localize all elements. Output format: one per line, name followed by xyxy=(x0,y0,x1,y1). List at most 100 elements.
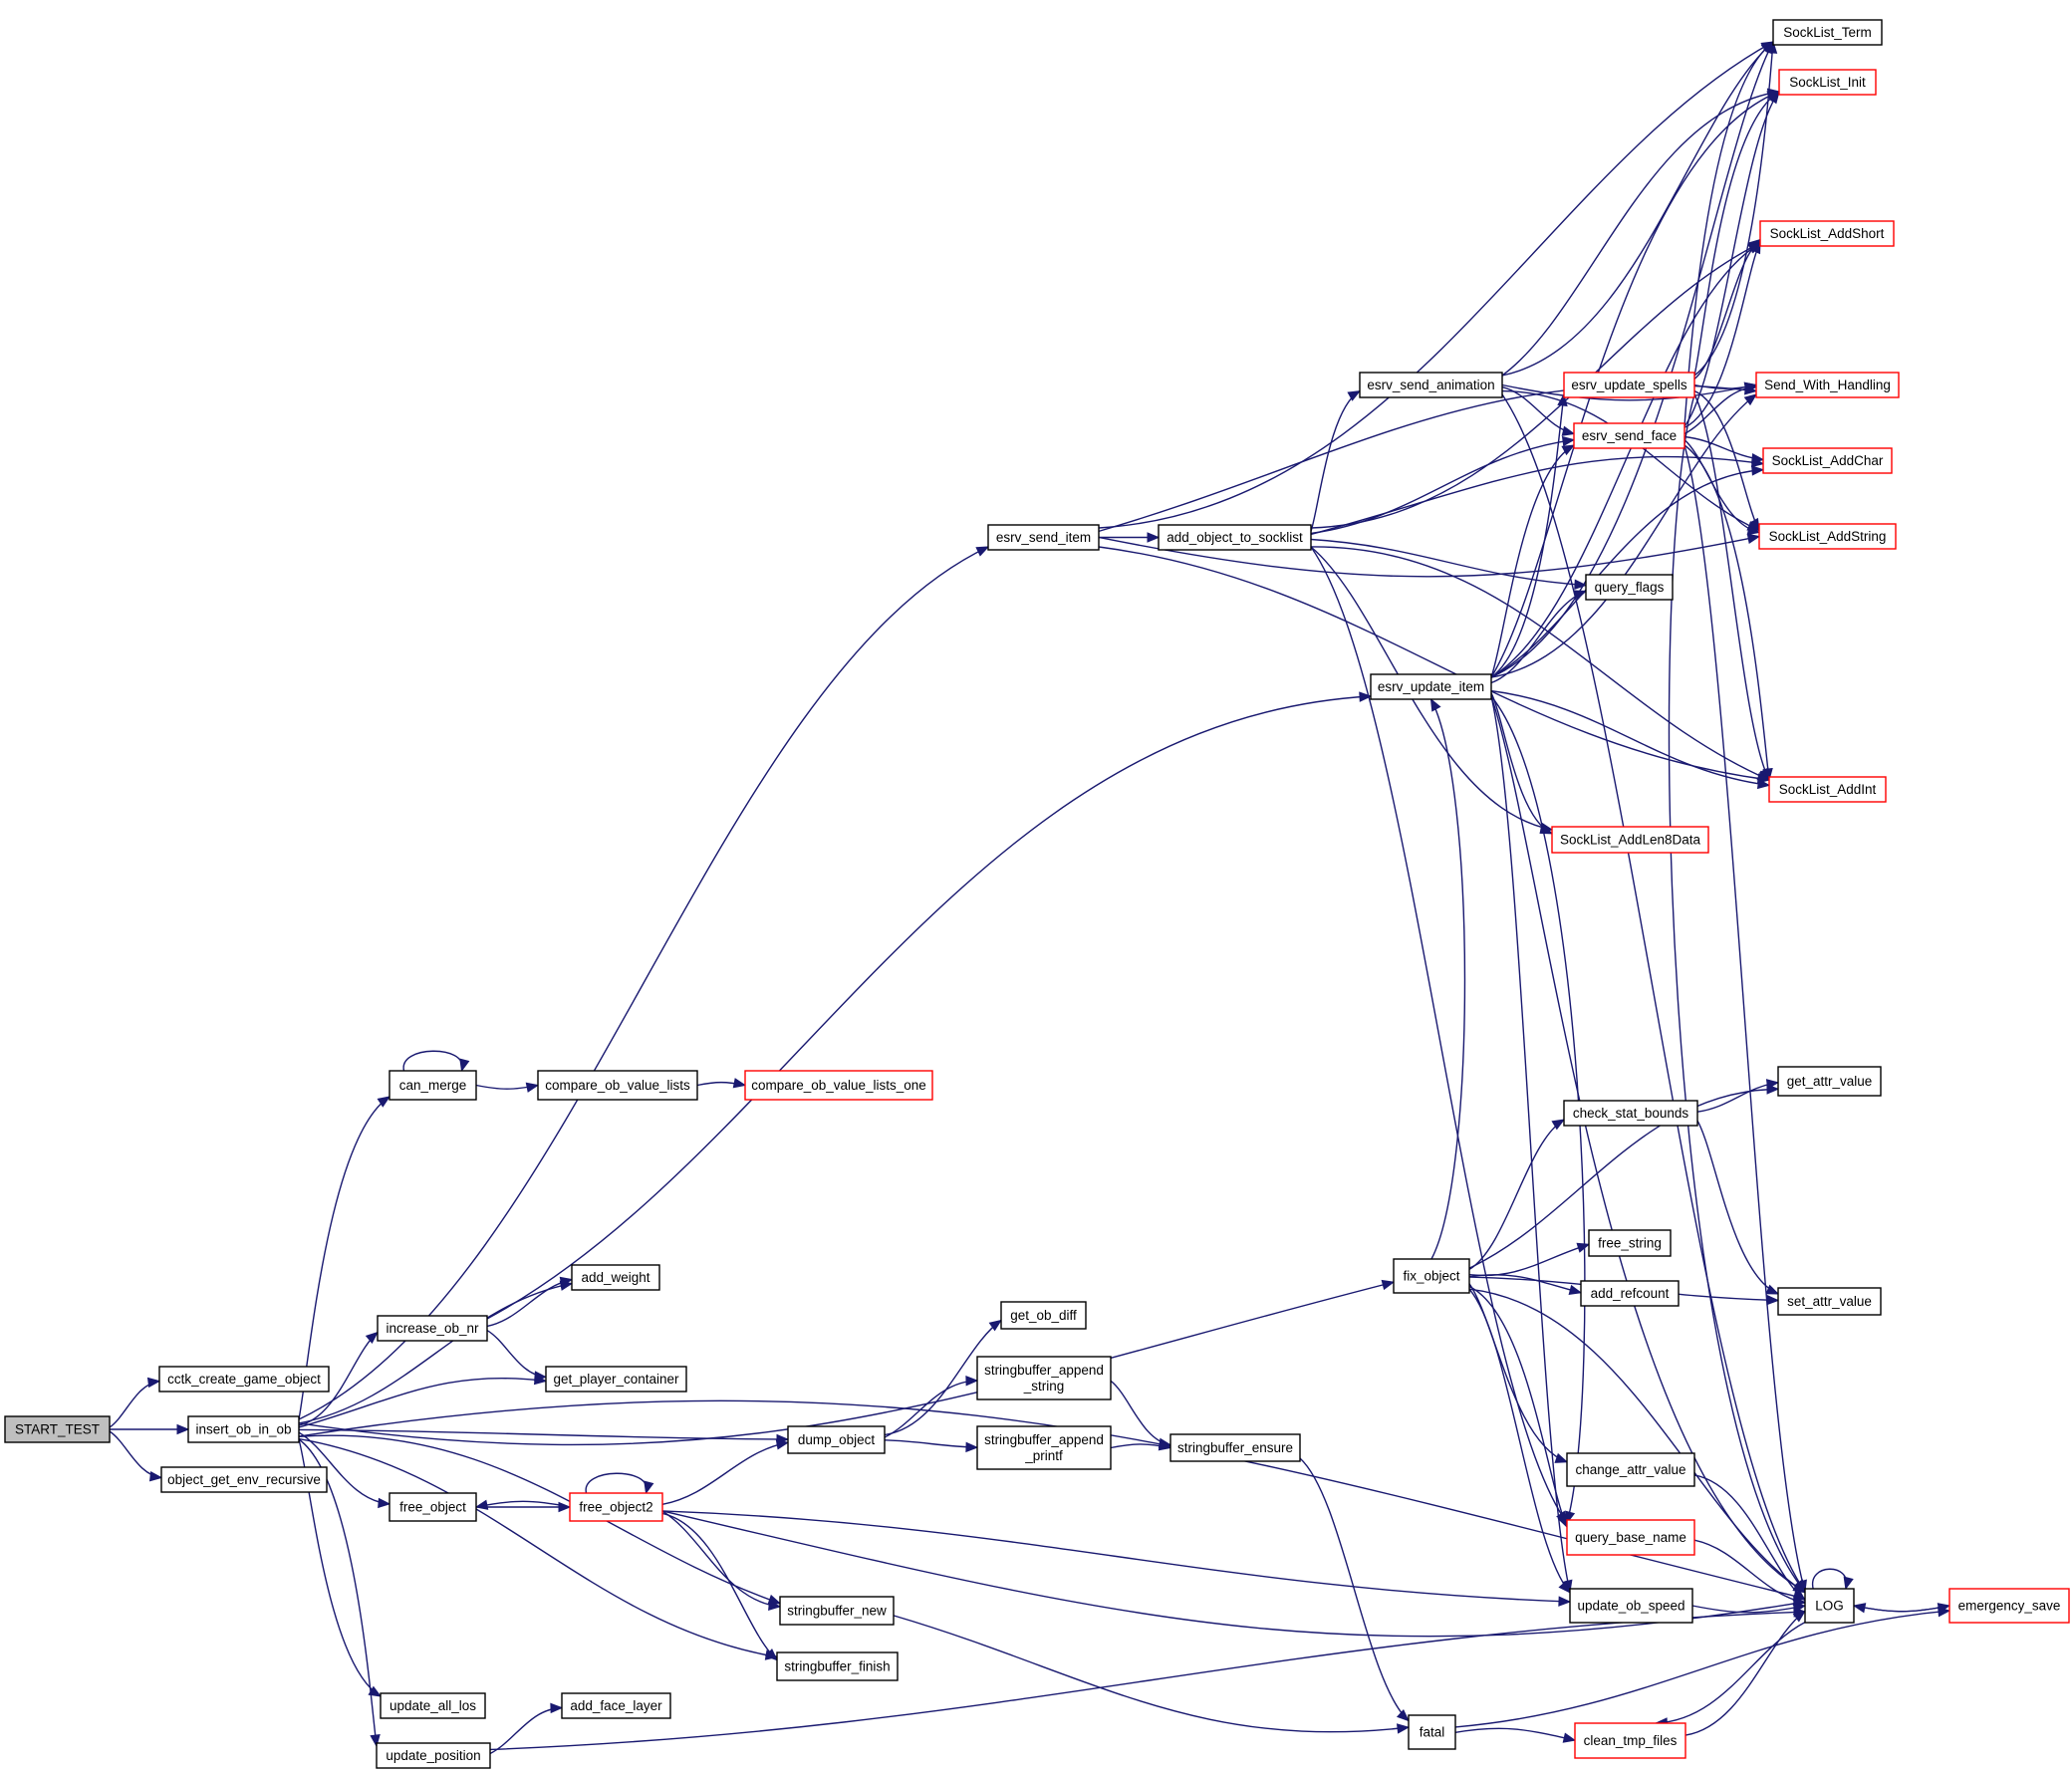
node-socklist-addchar[interactable]: SockList_AddChar xyxy=(1762,447,1893,474)
node-esrv-send-item[interactable]: esrv_send_item xyxy=(987,524,1100,551)
node-clean-tmp-files[interactable]: clean_tmp_files xyxy=(1574,1722,1686,1759)
node-box[interactable] xyxy=(377,1315,488,1342)
node-box[interactable] xyxy=(1777,1066,1882,1097)
node-socklist-addint[interactable]: SockList_AddInt xyxy=(1768,776,1887,803)
node-update-ob-speed[interactable]: update_ob_speed xyxy=(1569,1588,1693,1624)
node-box[interactable] xyxy=(787,1425,886,1454)
node-box[interactable] xyxy=(1585,574,1674,601)
node-free-object[interactable]: free_object xyxy=(388,1492,477,1522)
node-box[interactable] xyxy=(1759,220,1895,247)
node-box[interactable] xyxy=(1777,1287,1882,1316)
node-box[interactable] xyxy=(1772,19,1883,46)
node-check-stat-bounds[interactable]: check_stat_bounds xyxy=(1563,1100,1698,1127)
node-change-attr-value[interactable]: change_attr_value xyxy=(1566,1452,1695,1487)
node-esrv-send-face[interactable]: esrv_send_face xyxy=(1573,422,1685,449)
node-stringbuffer-append-string[interactable]: stringbuffer_append_string xyxy=(976,1356,1112,1400)
node-get-ob-diff[interactable]: get_ob_diff xyxy=(1000,1301,1087,1330)
node-box[interactable] xyxy=(1580,1280,1680,1307)
node-set-attr-value[interactable]: set_attr_value xyxy=(1777,1287,1882,1316)
node-emergency-save[interactable]: emergency_save xyxy=(1948,1588,2070,1624)
node-get-attr-value[interactable]: get_attr_value xyxy=(1777,1066,1882,1097)
node-box[interactable] xyxy=(187,1415,300,1443)
node-box[interactable] xyxy=(545,1366,687,1393)
node-add-weight[interactable]: add_weight xyxy=(571,1264,660,1291)
node-box[interactable] xyxy=(1758,523,1897,550)
node-box[interactable] xyxy=(158,1366,330,1393)
node-fix-object[interactable]: fix_object xyxy=(1393,1258,1470,1294)
node-box[interactable] xyxy=(1563,1100,1698,1127)
node-insert-ob-in-ob[interactable]: insert_ob_in_ob xyxy=(187,1415,300,1443)
node-box[interactable] xyxy=(1000,1301,1087,1330)
node-dump-object[interactable]: dump_object xyxy=(787,1425,886,1454)
node-box[interactable] xyxy=(537,1070,698,1101)
node-query-flags[interactable]: query_flags xyxy=(1585,574,1674,601)
node-box[interactable] xyxy=(1573,422,1685,449)
node-socklist-term[interactable]: SockList_Term xyxy=(1772,19,1883,46)
node-stringbuffer-append-printf[interactable]: stringbuffer_append_printf xyxy=(976,1425,1112,1470)
node-increase-ob-nr[interactable]: increase_ob_nr xyxy=(377,1315,488,1342)
node-box[interactable] xyxy=(1551,826,1709,854)
node-can-merge[interactable]: can_merge xyxy=(388,1070,477,1101)
node-box[interactable] xyxy=(1948,1588,2070,1624)
node-box[interactable] xyxy=(1566,1452,1695,1487)
node-compare-ob-value-lists[interactable]: compare_ob_value_lists xyxy=(537,1070,698,1101)
node-box[interactable] xyxy=(987,524,1100,551)
node-box[interactable] xyxy=(779,1596,895,1626)
node-box[interactable] xyxy=(1778,69,1877,96)
node-log[interactable]: LOG xyxy=(1804,1588,1855,1624)
node-socklist-addshort[interactable]: SockList_AddShort xyxy=(1759,220,1895,247)
node-box[interactable] xyxy=(1755,372,1900,398)
node-box[interactable] xyxy=(1574,1722,1686,1759)
node-box[interactable] xyxy=(388,1070,477,1101)
node-box[interactable] xyxy=(1408,1714,1456,1750)
node-esrv-update-spells[interactable]: esrv_update_spells xyxy=(1563,372,1695,398)
node-esrv-update-item[interactable]: esrv_update_item xyxy=(1370,673,1492,700)
node-box[interactable] xyxy=(569,1492,663,1522)
node-update-position[interactable]: update_position xyxy=(376,1742,491,1769)
node-add-refcount[interactable]: add_refcount xyxy=(1580,1280,1680,1307)
node-box[interactable] xyxy=(744,1070,933,1101)
node-box[interactable] xyxy=(1158,524,1312,551)
node-box[interactable] xyxy=(1169,1433,1301,1462)
node-box[interactable] xyxy=(160,1466,328,1493)
node-stringbuffer-ensure[interactable]: stringbuffer_ensure xyxy=(1169,1433,1301,1462)
node-box[interactable] xyxy=(561,1692,671,1719)
node-stringbuffer-finish[interactable]: stringbuffer_finish xyxy=(776,1651,899,1681)
node-box[interactable] xyxy=(388,1492,477,1522)
node-box[interactable] xyxy=(1359,372,1503,398)
node-stringbuffer-new[interactable]: stringbuffer_new xyxy=(779,1596,895,1626)
node-socklist-addstring[interactable]: SockList_AddString xyxy=(1758,523,1897,550)
node-box[interactable] xyxy=(376,1742,491,1769)
node-box[interactable] xyxy=(1804,1588,1855,1624)
node-box[interactable] xyxy=(1566,1519,1695,1556)
node-add-face-layer[interactable]: add_face_layer xyxy=(561,1692,671,1719)
node-box[interactable] xyxy=(4,1415,111,1443)
node-socklist-init[interactable]: SockList_Init xyxy=(1778,69,1877,96)
node-query-base-name[interactable]: query_base_name xyxy=(1566,1519,1695,1556)
node-box[interactable] xyxy=(976,1356,1112,1400)
node-add-object-to-socklist[interactable]: add_object_to_socklist xyxy=(1158,524,1312,551)
node-box[interactable] xyxy=(1563,372,1695,398)
node-socklist-addlen8data[interactable]: SockList_AddLen8Data xyxy=(1551,826,1709,854)
node-box[interactable] xyxy=(776,1651,899,1681)
node-box[interactable] xyxy=(1393,1258,1470,1294)
node-send-with-handling[interactable]: Send_With_Handling xyxy=(1755,372,1900,398)
node-esrv-send-animation[interactable]: esrv_send_animation xyxy=(1359,372,1503,398)
node-get-player-container[interactable]: get_player_container xyxy=(545,1366,687,1393)
node-object-get-env-recursive[interactable]: object_get_env_recursive xyxy=(160,1466,328,1493)
node-update-all-los[interactable]: update_all_los xyxy=(380,1692,486,1719)
node-box[interactable] xyxy=(1569,1588,1693,1624)
node-box[interactable] xyxy=(380,1692,486,1719)
node-box[interactable] xyxy=(1762,447,1893,474)
node-box[interactable] xyxy=(976,1425,1112,1470)
node-compare-ob-value-lists-one[interactable]: compare_ob_value_lists_one xyxy=(744,1070,933,1101)
node-start-test[interactable]: START_TEST xyxy=(4,1415,111,1443)
node-box[interactable] xyxy=(571,1264,660,1291)
node-cctk-create-game-object[interactable]: cctk_create_game_object xyxy=(158,1366,330,1393)
node-fatal[interactable]: fatal xyxy=(1408,1714,1456,1750)
node-free-object2[interactable]: free_object2 xyxy=(569,1492,663,1522)
node-box[interactable] xyxy=(1370,673,1492,700)
node-free-string[interactable]: free_string xyxy=(1588,1229,1672,1257)
node-box[interactable] xyxy=(1588,1229,1672,1257)
node-box[interactable] xyxy=(1768,776,1887,803)
